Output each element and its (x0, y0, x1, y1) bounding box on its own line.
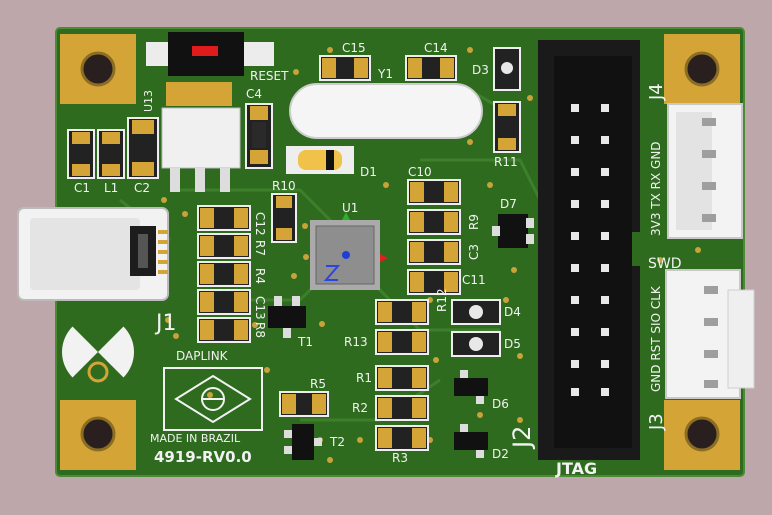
reset-label: RESET (250, 69, 289, 83)
c4-label: C4 (246, 87, 262, 101)
d6-label: D6 (492, 397, 509, 411)
d2-label: D2 (492, 447, 509, 461)
c14-capacitor (405, 55, 457, 81)
r11-resistor (493, 101, 521, 153)
r4-label: R4 (253, 268, 267, 284)
u1-mcu (310, 212, 388, 290)
d5-label: D5 (504, 337, 521, 351)
c1-label: C1 (74, 181, 90, 195)
u13-label: U13 (142, 90, 155, 112)
right-mid-caps (407, 179, 461, 295)
r12-label: R12 (435, 288, 449, 312)
c10-label: C10 (408, 165, 432, 179)
c12-label: C12 (253, 212, 267, 236)
l1-label: L1 (104, 181, 118, 195)
r1-label: R1 (356, 371, 372, 385)
r5-label: R5 (310, 377, 326, 391)
y1-label: Y1 (377, 67, 393, 81)
c4-capacitor (245, 103, 273, 169)
r1-r2-r3-group (375, 365, 429, 451)
d4-label: D4 (504, 305, 521, 319)
r3-label: R3 (392, 451, 408, 465)
brand-label: DAPLINK (176, 349, 229, 363)
j3-label: J3 (646, 413, 667, 431)
t1-label: T1 (297, 335, 313, 349)
r13-resistor (375, 329, 429, 355)
c15-capacitor (319, 55, 371, 81)
j2-label: J2 (508, 426, 536, 450)
j1-label: J1 (154, 311, 177, 336)
c2-label: C2 (134, 181, 150, 195)
u13-regulator (161, 82, 241, 192)
t1-transistor (268, 296, 306, 338)
fiducial-mark (62, 314, 134, 390)
c3-label: C3 (467, 244, 481, 260)
j3-swd-connector (665, 269, 755, 399)
y1-crystal (289, 83, 483, 139)
reset-button (146, 32, 274, 76)
r12-resistor (375, 299, 429, 325)
d3-label: D3 (472, 63, 489, 77)
d4-led (451, 299, 501, 325)
r9-label: R9 (467, 214, 481, 230)
d6-diode (454, 370, 488, 404)
r13-label: R13 (344, 335, 368, 349)
r7-label: R7 (253, 240, 267, 256)
d1-diode (286, 146, 354, 174)
d2-diode (454, 424, 488, 458)
r11-label: R11 (494, 155, 518, 169)
c1-l1-c2-group (67, 117, 159, 179)
d1-label: D1 (360, 165, 377, 179)
d3-led (493, 47, 521, 91)
t2-label: T2 (329, 435, 345, 449)
r8-label: R8 (253, 322, 267, 338)
d7-label: D7 (500, 197, 517, 211)
j1-usb-connector (17, 207, 169, 301)
d5-led (451, 331, 501, 357)
r10-resistor (271, 193, 297, 243)
left-column-parts (197, 205, 251, 343)
swd-pin-labels: GND RST SIO CLK (649, 285, 663, 392)
made-in-label: MADE IN BRAZIL (150, 432, 241, 445)
j4-uart-connector (667, 103, 743, 239)
uart-pin-labels: 3V3 TX RX GND (649, 141, 663, 236)
j2-jtag-header (538, 40, 640, 460)
mounting-holes (60, 34, 740, 470)
jtag-label: JTAG (555, 459, 597, 478)
j4-label: J4 (646, 83, 667, 101)
d7-diode (492, 214, 534, 248)
r5-resistor (279, 391, 329, 417)
t2-transistor (284, 424, 322, 460)
brazil-flag-logo (163, 367, 263, 431)
c15-label: C15 (342, 41, 366, 55)
r10-label: R10 (272, 179, 296, 193)
swd-label: SWD (648, 256, 682, 272)
c11-label: C11 (462, 273, 486, 287)
c14-label: C14 (424, 41, 448, 55)
r2-label: R2 (352, 401, 368, 415)
c13-label: C13 (253, 296, 267, 320)
revision-label: 4919-RV0.0 (154, 448, 252, 466)
u1-label: U1 (342, 201, 358, 215)
